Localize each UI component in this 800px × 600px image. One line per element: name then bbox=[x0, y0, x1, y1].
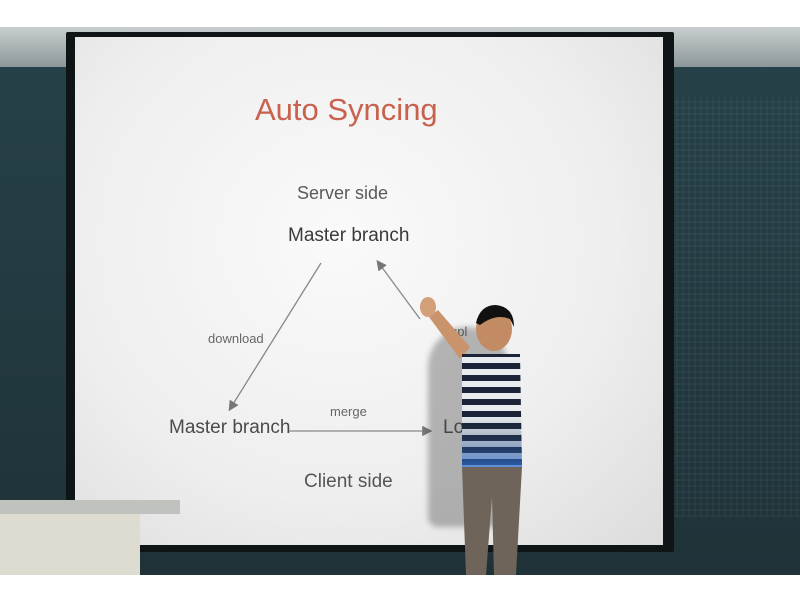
diagram-arrows bbox=[228, 259, 433, 437]
server-side-label: Server side bbox=[297, 183, 389, 203]
master-branch-client: Master branch bbox=[169, 417, 291, 438]
download-arrow bbox=[228, 262, 322, 412]
presenter-trousers bbox=[462, 467, 522, 575]
download-label: download bbox=[208, 331, 264, 346]
merge-label: merge bbox=[330, 404, 367, 419]
upload-arrow bbox=[376, 259, 421, 320]
projection-screen: Auto Syncing Server side Master branch M… bbox=[75, 37, 663, 545]
presenter-arm bbox=[429, 310, 470, 359]
lectern-top bbox=[0, 500, 180, 514]
slide-title: Auto Syncing bbox=[255, 92, 438, 127]
master-branch-server: Master branch bbox=[288, 225, 410, 246]
lectern bbox=[0, 500, 180, 575]
acoustic-wall-panel bbox=[670, 97, 800, 517]
client-side-label: Client side bbox=[304, 471, 393, 492]
lectern-body bbox=[0, 514, 140, 575]
presenter bbox=[420, 297, 522, 575]
lecture-photo: Auto Syncing Server side Master branch M… bbox=[0, 27, 800, 575]
presenter-hand bbox=[420, 297, 436, 317]
